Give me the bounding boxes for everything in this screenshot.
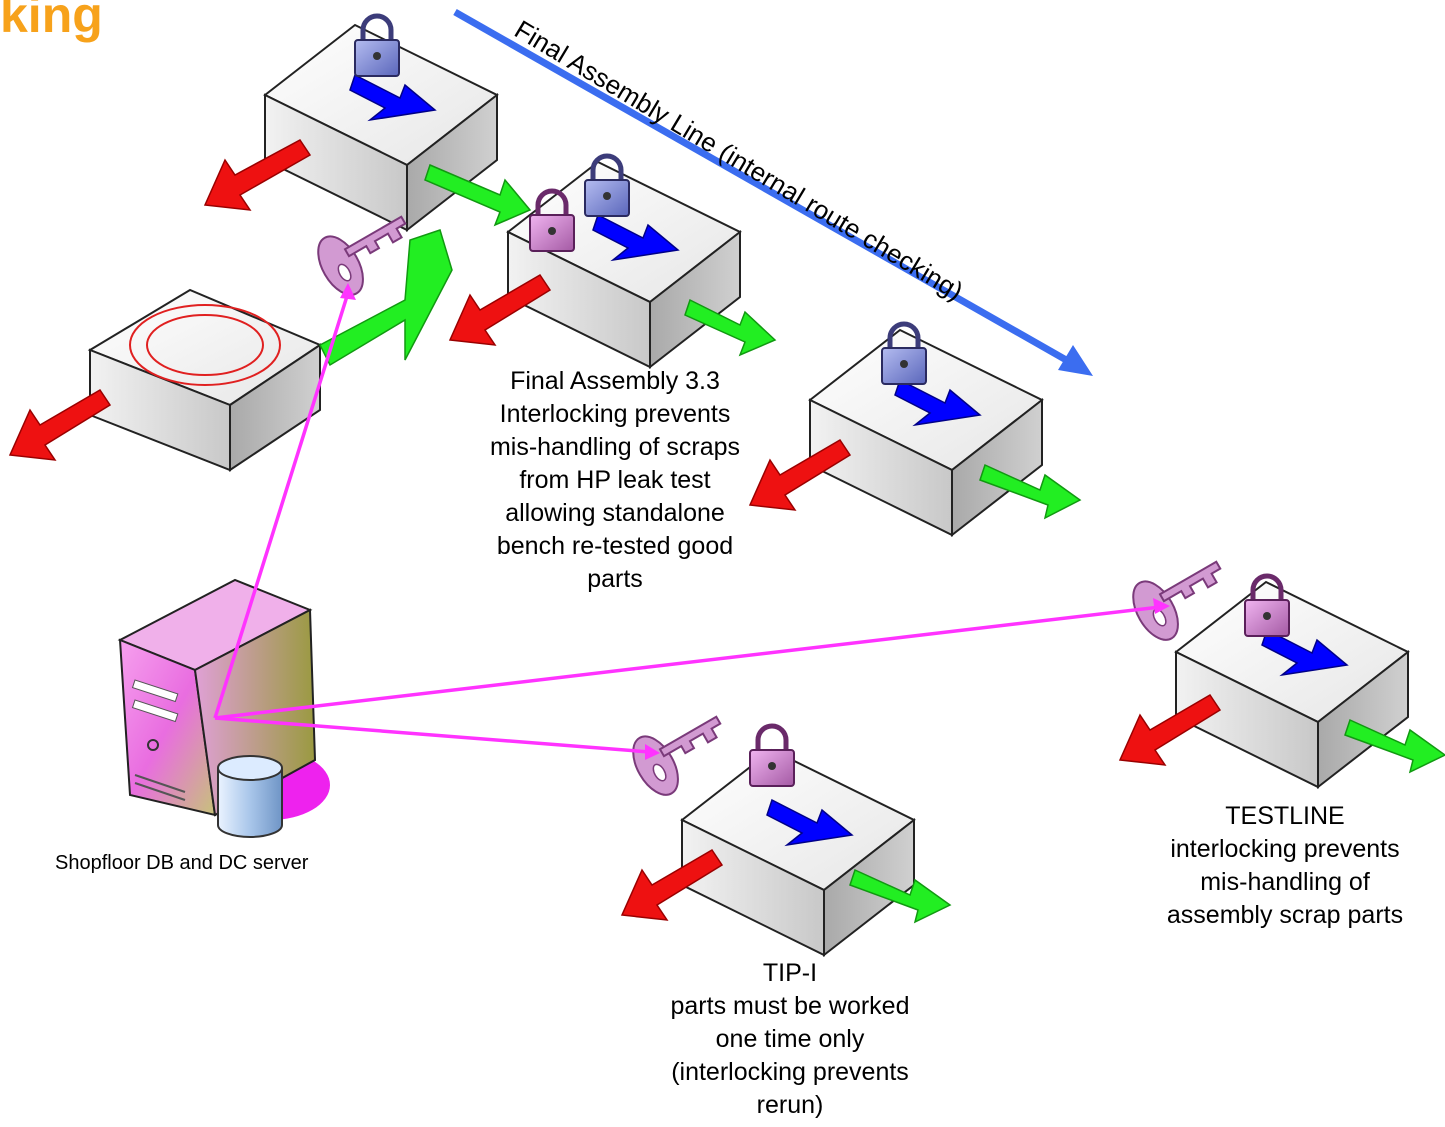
tipi-label-line: (interlocking prevents: [671, 1058, 909, 1086]
testline-label-line: TESTLINE: [1225, 802, 1345, 830]
server-label: Shopfloor DB and DC server: [55, 852, 309, 874]
scrap-arrow-3: [748, 438, 852, 511]
tipi-label-line: parts must be worked: [670, 992, 910, 1020]
transfer-arrow-leak: [319, 229, 453, 367]
testline-label-line: interlocking prevents: [1170, 835, 1400, 863]
scrap-arrow-leak: [8, 388, 112, 461]
good-arrow-fa33: [684, 298, 777, 357]
testline-label-line: assembly scrap parts: [1166, 901, 1404, 929]
scrap-arrow-testline: [1118, 693, 1222, 766]
fa33-label-line: parts: [587, 565, 643, 593]
final-assembly-line-arrow: [453, 8, 1093, 376]
station-box-testline: [1174, 580, 1410, 790]
tipi-label-line: TIP-I: [762, 959, 818, 987]
good-arrow-3: [979, 463, 1082, 520]
fa33-label-line: mis-handling of scraps: [489, 433, 741, 461]
padlock-icon: [881, 321, 927, 385]
fa33-label-line: from HP leak test: [519, 466, 711, 494]
padlock-icon: [584, 153, 630, 217]
in-arrow-tipi: [766, 798, 854, 847]
testline-label: TESTLINE interlocking prevents mis-handl…: [1115, 800, 1445, 932]
in-arrow-fa33: [592, 213, 680, 262]
padlock-icon: [529, 188, 575, 252]
padlock-icon: [354, 13, 400, 77]
good-arrow-1: [424, 163, 532, 227]
tipi-label: TIP-I parts must be worked one time only…: [610, 957, 970, 1122]
fa33-label-line: Interlocking prevents: [499, 400, 731, 428]
scrap-arrow-1: [203, 139, 312, 211]
page-title: king: [0, 0, 103, 43]
tipi-label-line: rerun): [756, 1091, 824, 1119]
testline-label-line: mis-handling of: [1200, 868, 1370, 896]
in-arrow-1: [349, 73, 437, 122]
in-arrow-3: [894, 378, 982, 427]
db-link-lines: [213, 283, 1170, 760]
scrap-arrow-fa33: [448, 273, 552, 346]
tipi-label-line: one time only: [715, 1025, 865, 1053]
in-arrow-testline: [1261, 628, 1349, 677]
fa33-label-line: bench re-tested good: [496, 532, 734, 560]
padlock-icon: [1244, 573, 1290, 637]
leak-test-box: [87, 288, 323, 472]
key-icon: [317, 215, 407, 296]
padlock-icon: [749, 723, 795, 787]
station-box-tipi: [680, 748, 916, 958]
good-arrow-testline: [1344, 718, 1445, 774]
scrap-arrow-tipi: [620, 848, 724, 921]
fa33-label-line: Final Assembly 3.3: [510, 367, 720, 395]
fa33-label-line: allowing standalone: [505, 499, 725, 527]
good-arrow-tipi: [849, 868, 952, 924]
fa33-label: Final Assembly 3.3 Interlocking prevents…: [430, 365, 800, 596]
database-icon: [217, 755, 283, 838]
